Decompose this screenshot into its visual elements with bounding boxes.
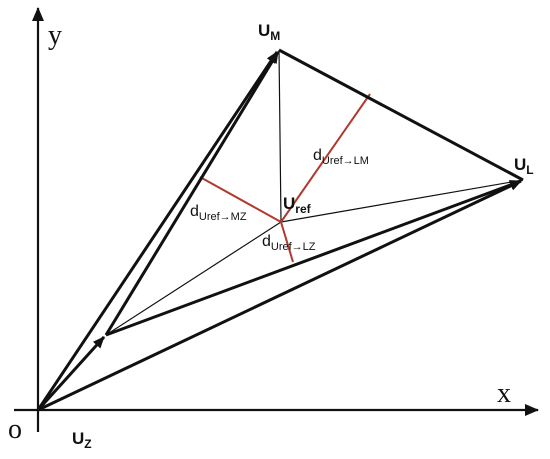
label-uz: UZ	[72, 429, 92, 451]
label-distance-mz: dUref→MZ	[190, 203, 247, 223]
vector-origin-um	[36, 51, 279, 411]
edge-p-um	[104, 51, 280, 336]
y-axis-label: y	[48, 20, 62, 51]
vector-origin-p	[36, 335, 106, 412]
distance-line-mz	[199, 176, 282, 223]
line-um-uref	[278, 49, 282, 223]
x-axis-label: x	[497, 378, 511, 409]
label-uref: Uref	[283, 194, 312, 216]
edge-um-ul	[278, 48, 524, 182]
label-distance-lm: dUref→LM	[313, 147, 369, 167]
origin-label: o	[8, 414, 22, 445]
vector-origin-ul	[37, 179, 522, 412]
label-ul: UL	[514, 155, 534, 177]
distance-line-lm	[280, 93, 371, 223]
label-um: UM	[258, 21, 280, 43]
edge-p-ul	[105, 179, 522, 337]
line-uref-ul	[280, 179, 524, 223]
distance-line-lz	[280, 221, 294, 263]
label-distance-lz: dUref→LZ	[262, 233, 316, 253]
line-uref-p	[105, 221, 282, 336]
